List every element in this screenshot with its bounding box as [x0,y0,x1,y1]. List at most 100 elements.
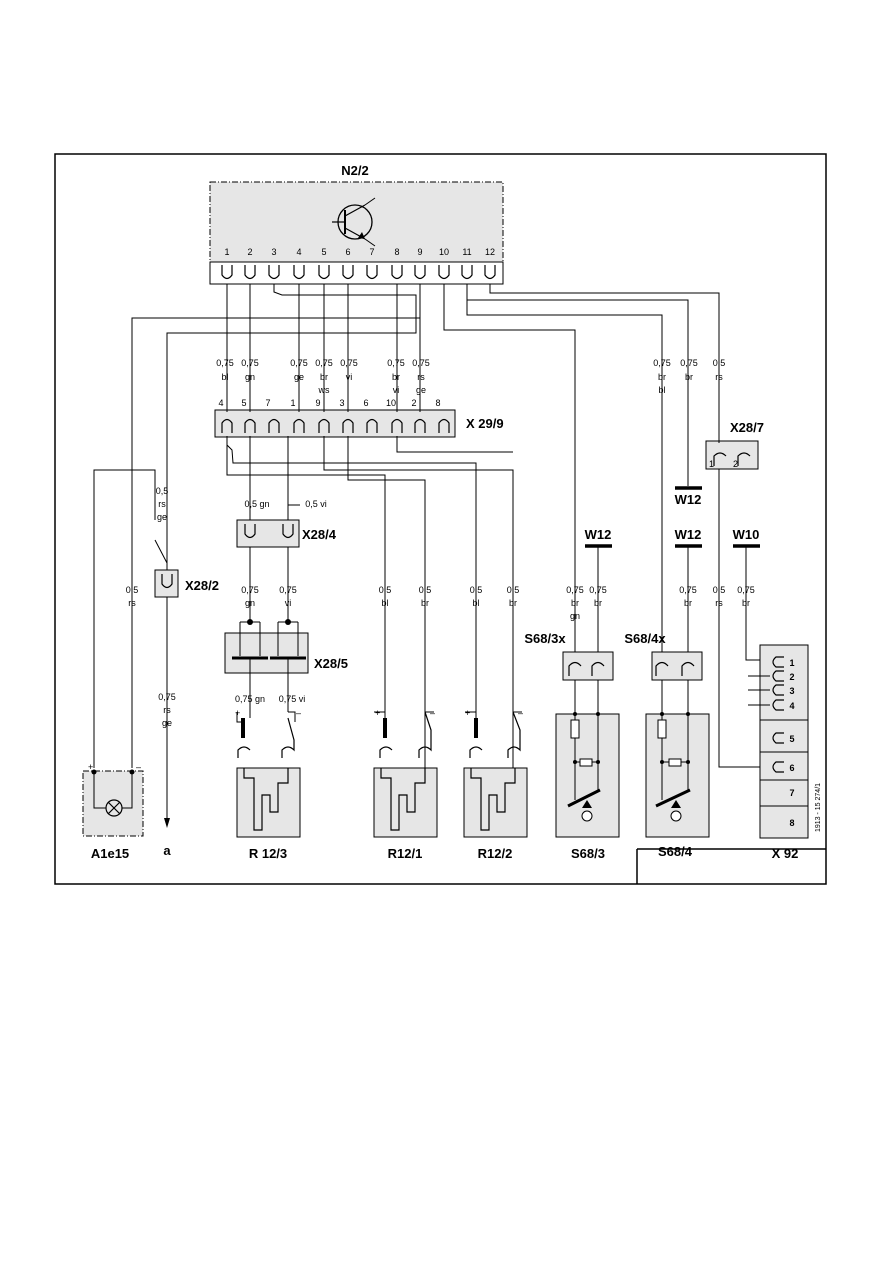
wire-n5-size: 0,75 [315,358,333,368]
s684x-socket-1 [655,661,669,676]
x92-label: X 92 [772,846,799,861]
wire-n9-color2: ge [416,385,426,395]
x92-pin-label: 1 [789,658,794,668]
x299-pin-socket [293,418,305,433]
x282-label: X28/2 [185,578,219,593]
x284-socket-1 [244,524,256,539]
wire-n8-color: br [392,372,400,382]
x92-pin-label: 3 [789,686,794,696]
r121-minus: – [430,708,435,718]
wire-n9-color: rs [417,372,425,382]
wires-middle [226,436,514,768]
a1e15-box [82,770,144,837]
wire-x284-vi: 0,5 vi [305,499,327,509]
s684-label: S68/4 [658,844,693,859]
s684x-socket-2 [681,661,695,676]
lamp-icon [105,799,123,817]
wire-s684-b-size: 0,75 [679,585,697,595]
wire-n6-color: vi [346,372,353,382]
x282-socket [161,574,173,589]
wire-r121-br-color: br [421,598,429,608]
wire-r121-br-size: 0,5 [419,585,432,595]
wire-x282-size: 0,5 [156,486,169,496]
n22-pin-socket [391,265,403,280]
r121-plus: + [375,708,380,718]
x92-pin-label: 8 [789,818,794,828]
x287-label: X28/7 [730,420,764,435]
a1e15-label: A1e15 [91,846,129,861]
s683x-socket-1 [568,661,582,676]
x92-pin-label: 6 [789,763,794,773]
wire-x285-gn-size: 0,75 [241,585,259,595]
wire-x285-vi-color: vi [285,598,292,608]
wire-n10b-color2: bl [658,385,665,395]
x299-pin-socket [438,418,450,433]
wire-x92-rs-color: rs [715,598,723,608]
r122-sensor [463,711,528,838]
x299-pin-socket [318,418,330,433]
wire-a1-size: 0,5 [126,585,139,595]
wire-n10b-color: br [658,372,666,382]
wire-n11-size: 0,75 [680,358,698,368]
wire-r121-bl-color: bl [381,598,388,608]
wire-r122-bl-size: 0,5 [470,585,483,595]
s683x-label: S68/3x [524,631,566,646]
diagram-frame [54,153,827,885]
x282-connector [154,569,179,598]
wire-r123-gn: 0,75 gn [235,694,265,704]
x92-pin-label: 2 [789,672,794,682]
s683x-connector [562,651,614,681]
wire-s683-a-size: 0,75 [566,585,584,595]
ground-w12-b-label: W12 [585,527,612,542]
s684x-connector [651,651,703,681]
n22-pin-label: 2 [247,247,252,257]
n22-pin-socket [244,265,256,280]
x299-pin-socket [244,418,256,433]
wire-n10b-size: 0,75 [653,358,671,368]
s684-switch-icon [655,680,691,822]
x92-pin-socket [772,684,784,696]
a1e15-minus: – [136,762,141,772]
wire-a-size: 0,75 [158,692,176,702]
r122-plus: + [465,708,470,718]
x299-pin-label: 10 [386,398,396,408]
s683-label: S68/3 [571,846,605,861]
n22-label: N2/2 [341,163,368,178]
wire-n8-color2: vi [393,385,400,395]
wire-n5-color2: ws [318,385,330,395]
x299-pin-label: 4 [218,398,223,408]
wire-n5-color: br [320,372,328,382]
x287-pin-1: 1 [709,459,714,469]
wire-x92-br-size: 0,75 [737,585,755,595]
wire-n4-size: 0,75 [290,358,308,368]
wire-s683-a-color2: gn [570,611,580,621]
n22-pin-label: 9 [417,247,422,257]
s683x-socket-2 [591,661,605,676]
wire-s683-b-size: 0,75 [589,585,607,595]
wire-s683-b-color: br [594,598,602,608]
x299-connector [214,409,456,438]
n22-pin-label: 1 [224,247,229,257]
wire-r122-br-size: 0,5 [507,585,520,595]
wire-n11-color: br [685,372,693,382]
x299-pin-label: 3 [339,398,344,408]
x92-pin-socket [772,761,784,773]
wires-top [131,284,720,768]
x299-pin-label: 5 [241,398,246,408]
wire-s684-b-color: br [684,598,692,608]
a1e15-plus: + [88,762,93,772]
a-label: a [163,843,171,858]
n22-pin-socket [268,265,280,280]
x287-pin-2: 2 [733,459,738,469]
x299-pin-socket [366,418,378,433]
n22-pin-socket [293,265,305,280]
r121-sensor [373,711,438,838]
x299-pin-socket [268,418,280,433]
x299-pin-socket [414,418,426,433]
ground-w12-c-label: W12 [675,527,702,542]
x92-pin-socket [772,670,784,682]
n22-pin-socket [484,265,496,280]
wire-r121-bl-size: 0,5 [379,585,392,595]
x92-connector [759,644,809,839]
x284-connector [236,519,300,548]
